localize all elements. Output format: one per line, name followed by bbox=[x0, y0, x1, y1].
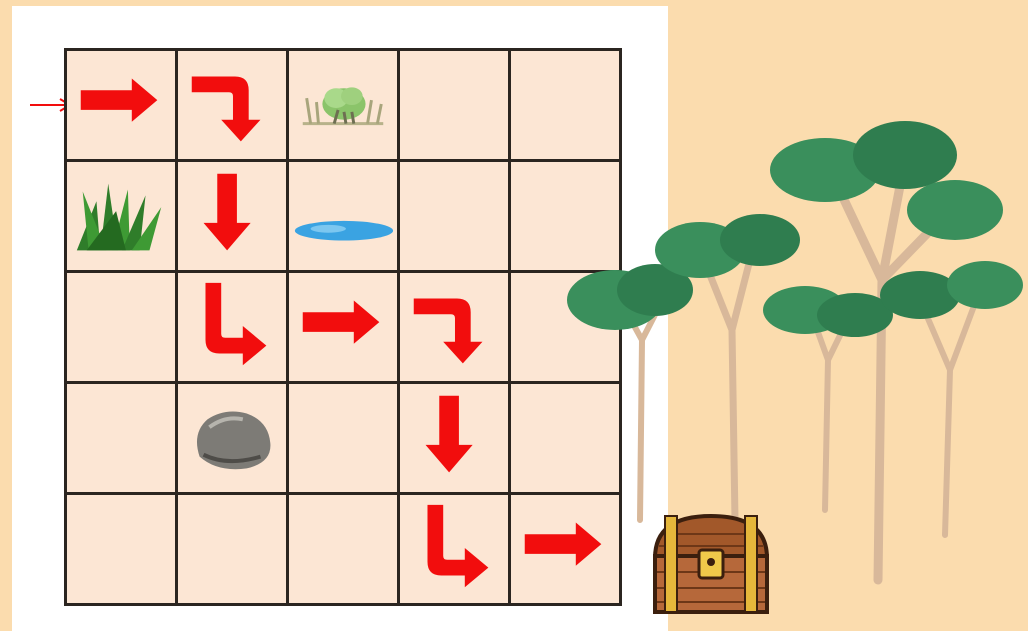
arrow-turn-down-right-icon bbox=[178, 273, 286, 381]
grid-cell-r2-c2[interactable] bbox=[178, 162, 286, 270]
puddle-icon bbox=[289, 162, 397, 270]
grid-cell-r3-c2[interactable] bbox=[178, 273, 286, 381]
arrow-straight-right-icon bbox=[67, 51, 175, 159]
arrow-straight-down-icon bbox=[178, 162, 286, 270]
arrow-straight-down-icon bbox=[400, 384, 508, 492]
arrow-turn-right-down-icon bbox=[400, 273, 508, 381]
grid-cell-r1-c3[interactable] bbox=[289, 51, 397, 159]
maze-grid bbox=[64, 48, 622, 606]
trees-illustration bbox=[560, 100, 1028, 600]
grid-cell-r2-c4[interactable] bbox=[400, 162, 508, 270]
grid-cell-r4-c2[interactable] bbox=[178, 384, 286, 492]
bush-icon bbox=[289, 51, 397, 159]
grid-cell-r3-c1[interactable] bbox=[67, 273, 175, 381]
grid-cell-r4-c3[interactable] bbox=[289, 384, 397, 492]
grid-cell-r5-c2[interactable] bbox=[178, 495, 286, 603]
grid-cell-r3-c3[interactable] bbox=[289, 273, 397, 381]
arrow-turn-right-down-icon bbox=[178, 51, 286, 159]
grid-cell-r2-c3[interactable] bbox=[289, 162, 397, 270]
arrow-turn-down-right-icon bbox=[400, 495, 508, 603]
grid-cell-r4-c1[interactable] bbox=[67, 384, 175, 492]
treasure-chest-icon bbox=[645, 510, 777, 618]
grid-cell-r2-c1[interactable] bbox=[67, 162, 175, 270]
grid-cell-r1-c1[interactable] bbox=[67, 51, 175, 159]
grid-cell-r4-c4[interactable] bbox=[400, 384, 508, 492]
grid-cell-r1-c4[interactable] bbox=[400, 51, 508, 159]
grass-icon bbox=[67, 162, 175, 270]
grid-cell-r5-c4[interactable] bbox=[400, 495, 508, 603]
rock-icon bbox=[178, 384, 286, 492]
grid-cell-r5-c1[interactable] bbox=[67, 495, 175, 603]
grid-cell-r1-c2[interactable] bbox=[178, 51, 286, 159]
arrow-straight-right-icon bbox=[289, 273, 397, 381]
grid-cell-r3-c4[interactable] bbox=[400, 273, 508, 381]
grid-cell-r5-c3[interactable] bbox=[289, 495, 397, 603]
